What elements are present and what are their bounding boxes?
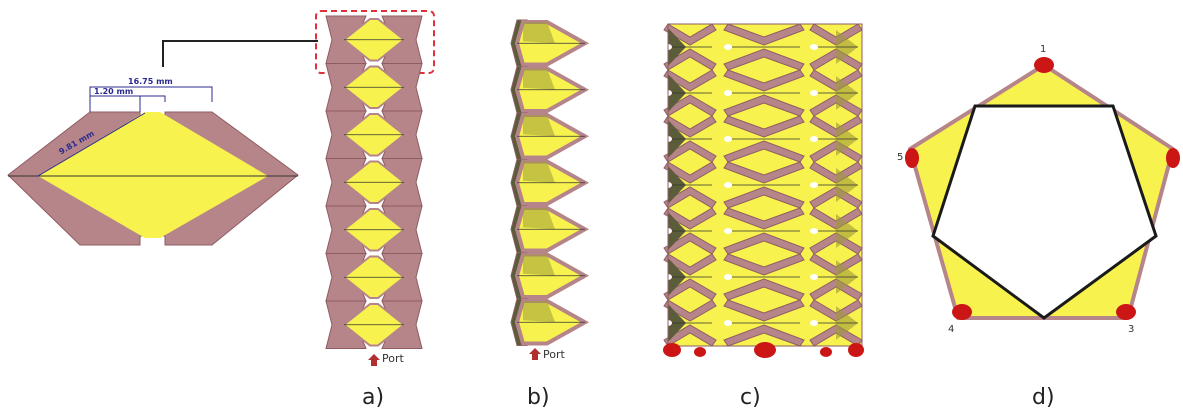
port-marker-4 xyxy=(952,304,972,320)
dashed-highlight-box xyxy=(315,10,435,74)
array-cell-gap xyxy=(810,90,818,96)
port-marker-5 xyxy=(905,148,919,168)
array-cell-gap xyxy=(810,136,818,142)
array-cell-top xyxy=(723,23,805,46)
panel-d-top-view: 1 3 4 5 d) xyxy=(897,44,1180,410)
port-arrow-icon xyxy=(529,348,541,360)
array-cell-top xyxy=(723,253,805,276)
array-cell-top xyxy=(663,23,717,46)
array-cell-gap xyxy=(724,274,732,280)
array-cell-top xyxy=(663,69,717,92)
dim-gap-bracket xyxy=(139,95,166,112)
cell-shade xyxy=(523,208,555,230)
array-cell-top xyxy=(663,161,717,184)
array-cell-bottom xyxy=(723,140,805,163)
array-cell-gap xyxy=(810,274,818,280)
array-cell-top xyxy=(723,69,805,92)
dim-gap-label: 1.20 mm xyxy=(94,87,133,96)
array-cell-bottom xyxy=(663,140,717,163)
dim-total-bracket xyxy=(89,86,213,112)
element-detail: 16.75 mm 1.20 mm 9.81 mm xyxy=(7,40,318,246)
panel-a-port-label: Port xyxy=(382,352,404,365)
port-marker-1 xyxy=(1034,57,1054,73)
array-cell-bottom xyxy=(723,324,805,347)
cell-shade xyxy=(523,68,555,90)
array-cell-gap xyxy=(724,90,732,96)
array-cell-top xyxy=(663,299,717,322)
array-cell-gap xyxy=(724,182,732,188)
node-label-3: 3 xyxy=(1128,324,1134,335)
array-cell-bottom xyxy=(723,186,805,209)
array-cell-top xyxy=(663,115,717,138)
port-marker xyxy=(694,347,706,357)
panel-d-label: d) xyxy=(1032,385,1055,410)
port-marker xyxy=(848,343,864,357)
array-cell-bottom xyxy=(663,232,717,255)
array-cell-gap xyxy=(810,228,818,234)
port-arrow-icon xyxy=(368,354,380,366)
array-cell-gap xyxy=(724,136,732,142)
node-label-4: 4 xyxy=(948,324,954,335)
array-cell-top xyxy=(663,253,717,276)
panel-c-antenna-array: c) xyxy=(663,23,864,410)
array-cell-bottom xyxy=(723,232,805,255)
array-cell-bottom xyxy=(663,48,717,71)
array-cell-bottom xyxy=(663,94,717,117)
port-marker xyxy=(820,347,832,357)
node-label-1: 1 xyxy=(1040,44,1046,55)
array-cell-gap xyxy=(724,44,732,50)
node-label-5: 5 xyxy=(897,152,903,163)
array-cell-top xyxy=(663,207,717,230)
panel-b-port-label: Port xyxy=(543,348,565,361)
cell-shade xyxy=(523,115,555,137)
inner-pentagon xyxy=(931,104,1158,320)
array-cell-top xyxy=(723,161,805,184)
port-marker xyxy=(663,343,681,357)
array-cell-gap xyxy=(810,44,818,50)
array-cell-bottom xyxy=(723,48,805,71)
array-cell-gap xyxy=(810,182,818,188)
panel-b-antenna-side: Port b) xyxy=(510,19,590,410)
array-cell-top xyxy=(723,299,805,322)
array-cell-gap xyxy=(724,228,732,234)
array-cell-bottom xyxy=(723,94,805,117)
cell-shade xyxy=(523,161,555,183)
port-marker-2 xyxy=(1166,148,1180,168)
panel-c-label: c) xyxy=(740,385,761,410)
callout-connector xyxy=(162,40,318,67)
array-cell-gap xyxy=(810,320,818,326)
array-cell-top xyxy=(723,207,805,230)
array-cell-bottom xyxy=(663,186,717,209)
dim-total-label: 16.75 mm xyxy=(128,77,173,86)
detail-diag-line xyxy=(37,112,146,177)
panel-b-label: b) xyxy=(527,385,550,410)
array-cell-bottom xyxy=(663,278,717,301)
cell-shade xyxy=(523,22,555,44)
cell-shade xyxy=(523,301,555,323)
array-cell-bottom xyxy=(723,278,805,301)
panel-a-antenna-front: Port a) xyxy=(315,10,435,410)
cell-shade xyxy=(523,254,555,276)
port-marker xyxy=(754,342,776,358)
array-cell-gap xyxy=(724,320,732,326)
detail-diamond xyxy=(38,112,268,238)
array-cell-top xyxy=(723,115,805,138)
panel-a-label: a) xyxy=(362,385,384,410)
port-markers xyxy=(663,342,864,358)
port-marker-3 xyxy=(1116,304,1136,320)
